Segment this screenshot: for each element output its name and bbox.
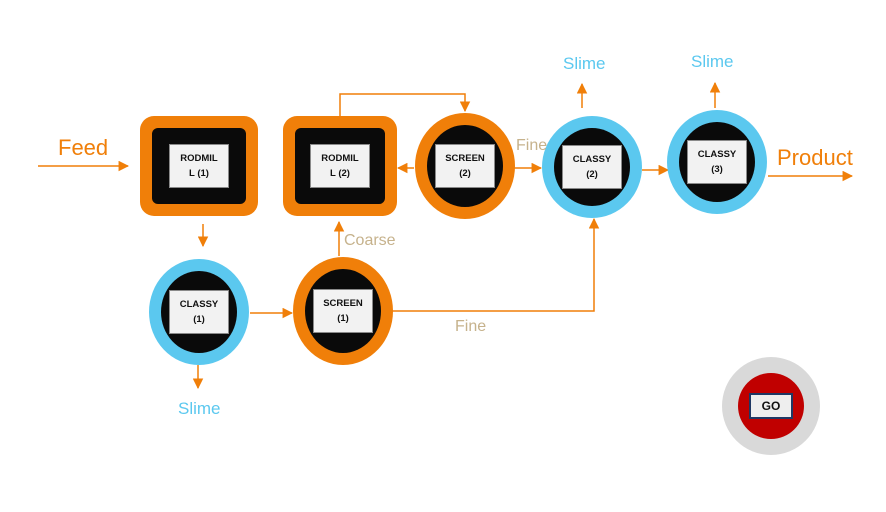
screen-1-label-line1: SCREEN: [323, 298, 363, 309]
screen-2-label: SCREEN (2): [435, 144, 495, 188]
rodmill-2-label: RODMIL L (2): [310, 144, 370, 188]
slime-label-classy-2: Slime: [563, 54, 606, 73]
go-button-ring: GO: [722, 357, 820, 455]
product-label: Product: [777, 145, 853, 170]
feed-label: Feed: [58, 135, 109, 160]
rodmill2-to-screen2-arrow: [339, 93, 471, 117]
screen1-fine-arrow: [392, 217, 600, 312]
screen-1-label: SCREEN (1): [313, 289, 373, 333]
screen-2[interactable]: SCREEN (2): [415, 113, 515, 219]
classy-1[interactable]: CLASSY (1): [149, 259, 249, 365]
classy-2-label-line2: (2): [586, 169, 598, 180]
classy-3-label-line2: (3): [711, 164, 723, 175]
rodmill-2-label-line1: RODMIL: [321, 153, 359, 164]
classy-1-label-line2: (1): [193, 314, 205, 325]
go-button[interactable]: GO: [749, 393, 793, 419]
classy-2-label-line1: CLASSY: [572, 154, 612, 165]
slime-label-classy-3: Slime: [691, 52, 734, 71]
rodmill-2[interactable]: RODMIL L (2): [283, 116, 397, 216]
classy-3-label: CLASSY (3): [687, 140, 747, 184]
screen-2-label-line2: (2): [459, 168, 471, 179]
rodmill-1-label-line2: L (1): [189, 168, 209, 179]
rodmill-2-label-line2: L (2): [330, 168, 350, 179]
classy-2-label: CLASSY (2): [562, 145, 622, 189]
classy-1-label: CLASSY (1): [169, 290, 229, 334]
screen-1-label-line2: (1): [337, 313, 349, 324]
classy-1-label-line1: CLASSY: [179, 299, 219, 310]
rodmill-1-label-line1: RODMIL: [180, 153, 218, 164]
rodmill-1-label: RODMIL L (1): [169, 144, 229, 188]
classy-3[interactable]: CLASSY (3): [667, 110, 767, 214]
rodmill-1[interactable]: RODMIL L (1): [140, 116, 258, 216]
classy-3-label-line1: CLASSY: [697, 149, 737, 160]
go-button-core: GO: [738, 373, 804, 439]
coarse-label: Coarse: [344, 232, 396, 249]
classy-2[interactable]: CLASSY (2): [542, 116, 642, 218]
screen-1[interactable]: SCREEN (1): [293, 257, 393, 365]
screen-2-label-line1: SCREEN: [445, 153, 485, 164]
slime-label-classy-1: Slime: [178, 399, 221, 418]
fine-label-screen-1: Fine: [455, 318, 487, 335]
fine-label-screen-2: Fine: [516, 137, 548, 154]
